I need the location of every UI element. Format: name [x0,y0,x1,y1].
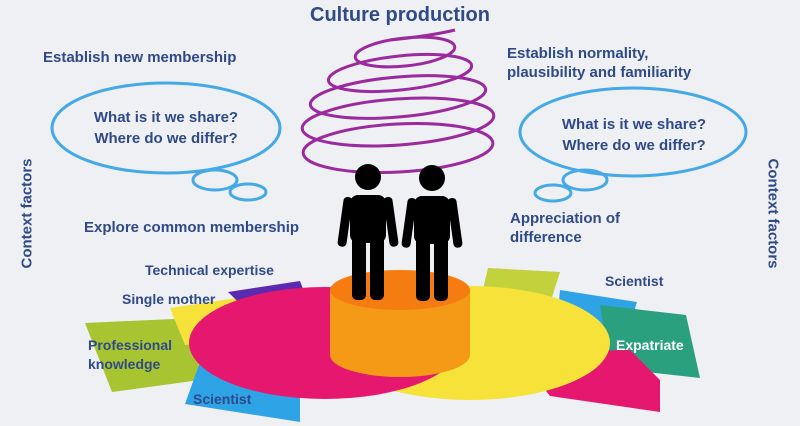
context-factors-right-label: Context factors [764,158,782,269]
appreciation-of-difference-label: Appreciation of difference [510,209,620,247]
professional-knowledge-label: Professional knowledge [88,336,172,374]
professional-line2: knowledge [88,356,161,372]
explore-common-membership-label: Explore common membership [84,219,300,236]
establish-normality-line1: Establish normality, [507,45,649,62]
left-thought-bubble-icon [50,81,282,202]
single-mother-label: Single mother [122,291,216,307]
central-cylinder [330,270,470,377]
expatriate-label: Expatriate [616,337,684,353]
right-scientist-label: Scientist [605,273,664,289]
establish-normality-line2: plausibility and familiarity [507,64,692,81]
context-factors-left-label: Context factors [18,158,36,269]
right-bubble-line2: Where do we differ? [562,137,706,154]
diagram-title: Culture production [310,4,490,26]
right-person-icon [401,165,463,301]
right-thought-bubble-icon [518,86,748,203]
appreciation-line1: Appreciation of [510,210,621,227]
left-wedge-lime [85,318,200,392]
technical-expertise-label: Technical expertise [145,262,274,278]
appreciation-line2: difference [510,229,582,246]
left-bubble-line2: Where do we differ? [94,130,238,147]
right-bubble-line1: What is it we share? [561,116,707,133]
left-person-icon [337,164,399,300]
left-scientist-label: Scientist [193,391,252,407]
right-bubble-text: What is it we share? Where do we differ? [520,114,748,156]
establish-new-membership-label: Establish new membership [43,49,237,66]
professional-line1: Professional [88,337,173,353]
spiral-icon [300,28,496,174]
establish-normality-label: Establish normality, plausibility and fa… [507,44,691,82]
left-bubble-text: What is it we share? Where do we differ? [52,107,280,149]
left-bubble-line1: What is it we share? [93,109,239,126]
